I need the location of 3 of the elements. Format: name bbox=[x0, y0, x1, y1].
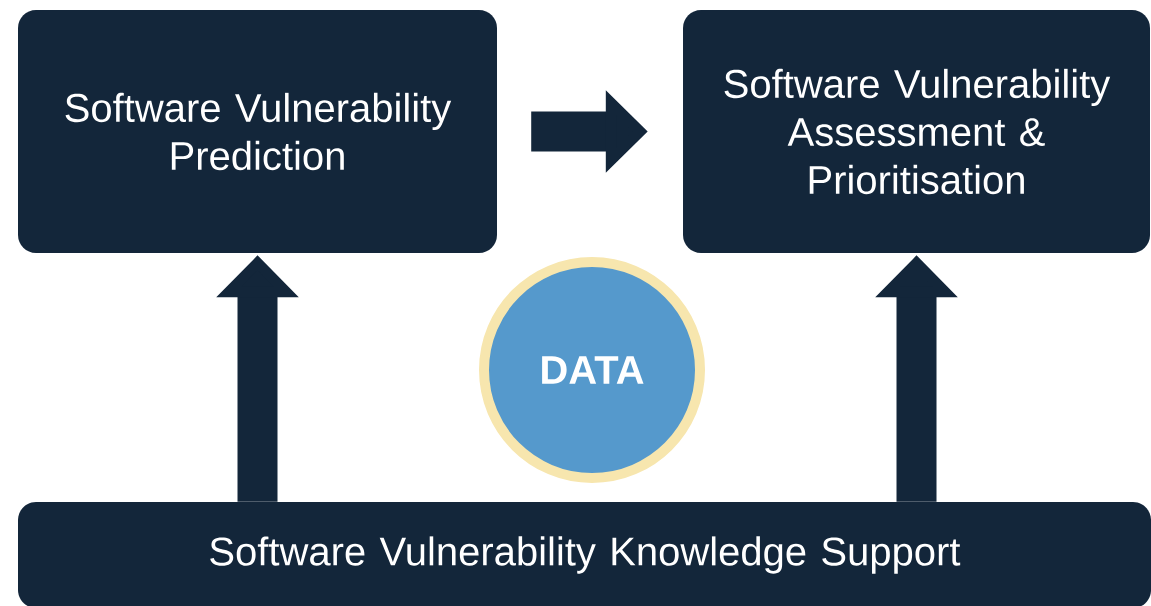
process-box: Software Vulnerability Assessment & Prioritisation bbox=[683, 10, 1150, 253]
process-box: Software Vulnerability Prediction bbox=[18, 10, 497, 253]
support-band: Software Vulnerability Knowledge Support bbox=[18, 502, 1151, 606]
